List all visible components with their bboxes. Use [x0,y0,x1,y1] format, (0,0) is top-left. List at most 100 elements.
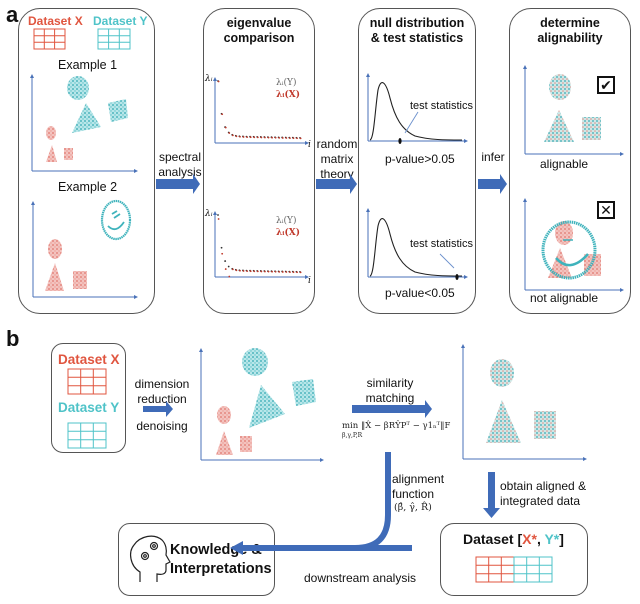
eigenvalue-point [224,268,227,270]
similarity-matching-label: similarity matching [365,376,415,405]
eigenvalue-point [239,135,241,138]
eigenvalue-point [274,270,277,273]
result-table-icon [475,556,553,583]
result-sep: , [536,531,545,547]
not-alignable-plot [523,198,624,292]
null-plot-1 [366,73,468,144]
eigenvalue-point [239,269,241,272]
result-y: Y* [544,531,560,547]
objective-formula-subscript: β,γ,P,R [342,432,363,439]
eigenvalue-point [278,136,281,139]
eigenvalue-point [274,136,277,139]
test-statistic-marker-1 [398,138,402,144]
eigenvalue-point [217,214,219,216]
eigenvalue-point [220,246,223,249]
eigenvalue-point [227,265,230,268]
eigenvalue-point [278,270,281,273]
eigen-axis-x-label-2: i [308,276,311,286]
dataset-y-table-icon [97,28,131,50]
alignability-panel [509,8,631,314]
test-statistics-label-2: test statistics [410,238,473,250]
alignment-function-label: alignment function [392,472,445,501]
eigenvalue-point [296,137,298,140]
denoising-label: denoising [136,419,188,433]
result-dataset-title: Dataset [X*, Y*] [463,531,564,547]
eigenvalue-point [224,260,227,262]
eigenvalue-point [299,271,302,274]
eigenvalue-point [253,270,256,273]
cyan-smiley-face [100,199,132,241]
b-dataset-x-table-icon [67,368,107,395]
red-square [64,148,73,160]
result-title-prefix: Dataset [ [463,531,523,547]
legend-lambda-y-2: λᵢ(Y) [276,216,297,226]
legend-lambda-x-2: λᵢ(X) [276,228,300,238]
eigenvalue-point [221,113,224,116]
eigenvalue-point [235,135,238,138]
eigenvalue-point [224,126,227,129]
example-1-label: Example 1 [58,58,118,72]
eigenvalue-point [267,270,270,273]
eigenvalue-point [217,80,220,83]
eigenvalue-point [253,136,256,139]
eigenvalue-point [281,137,284,139]
result-x: X* [522,531,537,547]
eigenvalue-points-1 [217,80,302,140]
b-dataset-x-label: Dataset X [58,352,120,367]
random-matrix-theory-label: random matrix theory [316,137,358,181]
obtain-aligned-label: obtain aligned & integrated data [500,479,587,508]
dimension-reduction-arrow [143,401,173,417]
cyan-triangle [72,103,101,133]
eigen-axis-y-label-2: λᵢ [205,209,213,219]
dataset-x-table-icon [33,28,66,50]
spectral-analysis-label: spectral analysis [158,150,202,179]
aligned-plot [461,344,587,461]
cross-icon: ✕ [597,201,615,219]
eigen-plot-2 [213,211,309,279]
objective-formula: min ‖X̂ − βRŶPᵀ − γ1ₙᵀ‖F [342,421,451,431]
eigenvalue-point [292,271,295,274]
eigenvalue-point [271,270,273,273]
b-dataset-y-table-icon [67,422,107,449]
red-ellipse [46,126,56,140]
alignment-params: (β̂, γ̂, R̂) [394,502,432,513]
red-triangle [46,145,57,162]
legend-lambda-x: λᵢ(X) [276,90,300,100]
spectral-analysis-arrow [156,174,200,194]
alignability-title: determine alignability [537,16,603,45]
input-datasets-box [51,343,126,453]
eigenvalue-point [242,136,245,138]
eigenvalue-point [292,137,295,140]
example-2-label: Example 2 [58,180,118,194]
eigen-plot-1 [213,77,309,145]
cyan-square [108,99,128,122]
test-statistic-marker-2 [455,274,459,280]
alignable-label: alignable [540,157,589,171]
dimension-reduction-label: dimension reduction [134,377,190,406]
not-alignable-label: not alignable [530,291,599,305]
eigenvalue-point [256,136,259,139]
eigenvalue-point [246,136,249,138]
null-density-curve-2 [369,218,463,277]
eigenvalue-point [271,136,273,139]
eigenvalue-point [249,270,252,273]
eigenvalue-point [231,134,234,137]
eigenvalue-point [281,271,284,273]
null-distribution-title: null distribution & test statistics [369,16,465,45]
eigenvalue-point [217,218,220,220]
eigenvalue-point [228,275,231,278]
eigenvalue-point [285,271,288,273]
null-plot-2 [366,208,468,280]
infer-label: infer [481,150,505,164]
alignment-function-arrow [240,452,391,551]
eigenvalue-points-2 [217,214,302,278]
eigenvalue-panel [203,8,315,314]
eigenvalue-point [285,137,288,139]
eigen-axis-x-label: i [308,140,311,150]
eigenvalue-point [264,270,266,273]
example1-plot [30,74,138,173]
eigenvalue-title: eigenvalue comparison [223,16,295,45]
test-statistics-label: test statistics [410,100,473,112]
eigenvalue-point [264,136,266,139]
unaligned-plot [199,348,324,462]
